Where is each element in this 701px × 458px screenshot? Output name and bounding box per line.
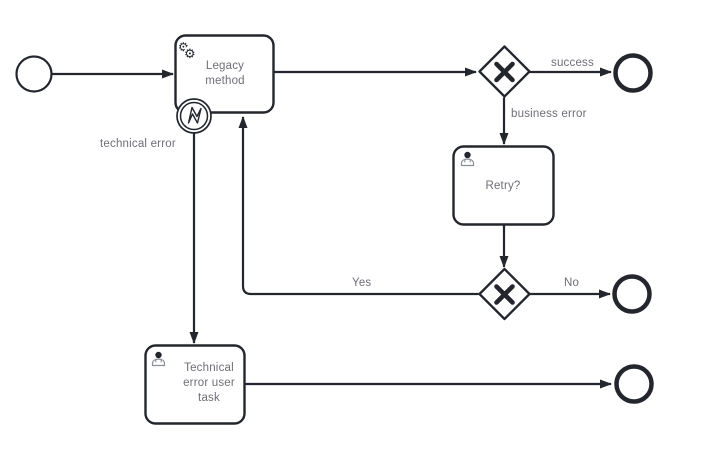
success-flow-label: success xyxy=(551,57,594,69)
user-icon-head xyxy=(464,151,471,159)
technical-error-task[interactable] xyxy=(144,344,246,425)
success-end-event[interactable] xyxy=(613,53,653,93)
x-marker-icon xyxy=(494,284,515,305)
retry-gateway[interactable] xyxy=(478,267,531,321)
start-event[interactable] xyxy=(15,55,53,93)
technical-error-task-label: Technical error user task xyxy=(183,362,235,404)
user-icon-head xyxy=(155,351,162,359)
legacy-method-task-shape[interactable] xyxy=(174,34,275,114)
gear-overlap-mask xyxy=(184,45,197,58)
retry-task-shape[interactable] xyxy=(452,145,555,226)
x-marker-icon xyxy=(494,61,515,83)
lightning-icon xyxy=(187,106,202,124)
user-icon-body xyxy=(460,158,475,167)
yes-flow-label: Yes xyxy=(352,277,372,289)
flow-yes-back-to-legacy[interactable] xyxy=(238,116,479,296)
error-boundary-event[interactable] xyxy=(176,98,212,134)
sequence-flows xyxy=(52,67,612,389)
retry-task[interactable] xyxy=(452,145,555,226)
success-gateway[interactable] xyxy=(478,45,531,98)
gear-icon: ⚙ ⚙ xyxy=(178,40,197,62)
technical-error-task-shape[interactable] xyxy=(144,344,246,425)
user-icon xyxy=(151,351,166,367)
user-icon xyxy=(460,151,475,167)
user-icon-collar xyxy=(155,359,162,363)
gear-front-glyph: ⚙ xyxy=(184,47,196,62)
legacy-method-task-label: Legacy method xyxy=(205,60,245,87)
retry-task-label: Retry? xyxy=(485,180,521,192)
technical-end-event[interactable] xyxy=(614,364,654,404)
user-icon-collar xyxy=(464,159,471,163)
user-icon-body xyxy=(151,358,166,367)
gear-back-glyph: ⚙ xyxy=(178,40,189,54)
no-end-event[interactable] xyxy=(612,274,652,314)
technical-error-flow-label: technical error xyxy=(100,138,176,150)
no-flow-label: No xyxy=(564,277,580,289)
business-error-flow-label: business error xyxy=(511,108,587,120)
legacy-method-task[interactable]: ⚙ ⚙ xyxy=(174,34,275,114)
